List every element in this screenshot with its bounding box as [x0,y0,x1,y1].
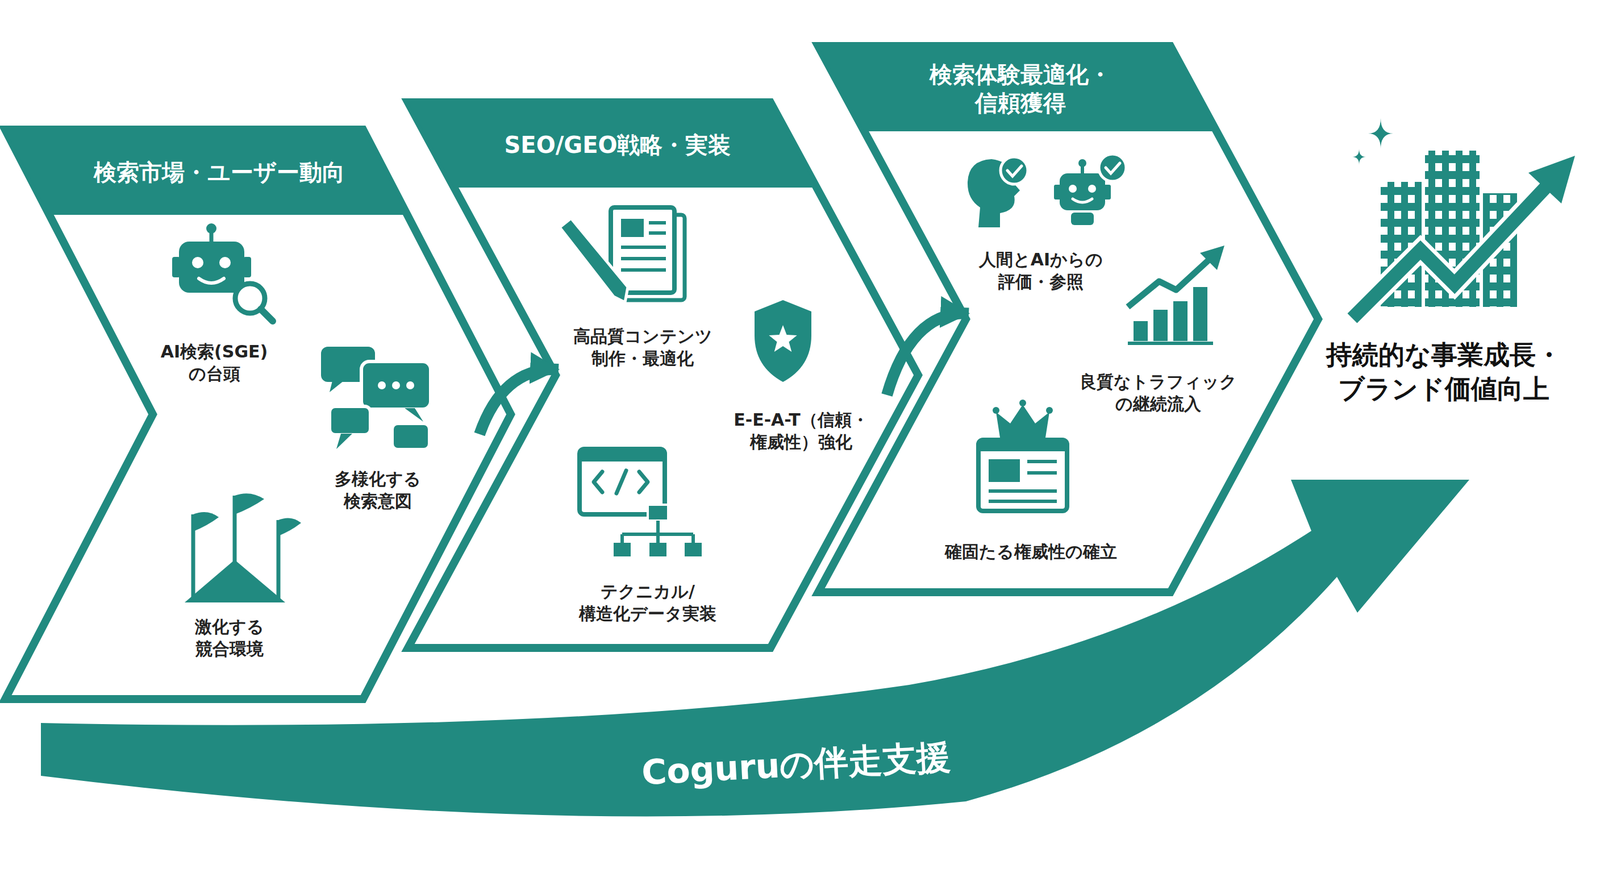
code-structure-icon [579,448,702,557]
item-box: テクニカル/ 構造化データ実装 [574,576,722,628]
item-box: 多様化する 検索意図 [330,464,426,516]
item-label: 良質なトラフィック の継続流入 [1078,370,1239,415]
chevron-outline [818,46,1319,593]
crown-window-icon [978,399,1068,511]
building-growth-icon [1352,118,1575,319]
robot-search-icon [172,223,273,322]
growth-chart-icon [1127,245,1225,344]
item-label: AI検索(SGE) の台頭 [159,340,270,385]
chevron-shape [818,46,1319,593]
chat-bubbles-icon [321,346,431,450]
panel-heading: 検索市場・ユーザー動向 [93,157,345,187]
panel-heading: 検索体験最適化・ 信頼獲得 [928,60,1113,118]
item-box: 激化する 競合環境 [190,611,269,664]
item-box: AI検索(SGE) の台頭 [156,336,273,389]
flow-arrow [886,313,969,395]
document-pen-icon [559,207,685,303]
human-ai-check-icon [967,153,1127,228]
item-box: 人間とAIからの 評価・参照 [974,244,1108,297]
chevron-header-band [5,129,408,215]
item-box: 良質なトラフィック の継続流入 [1075,367,1242,419]
chevron-header-band [407,102,817,188]
item-label: E-E-A-T（信頼・ 権威性）強化 [732,408,870,453]
shield-star-icon [754,300,812,382]
flags-mountain-icon [184,493,302,603]
item-box: 確固たる権威性の確立 [941,536,1121,566]
item-label: テクニカル/ 構造化データ実装 [577,580,718,625]
band-arrow-shape [40,479,1470,816]
item-box: E-E-A-T（信頼・ 権威性）強化 [728,405,874,457]
chevron-header-band [818,46,1217,132]
flow-arrow [479,369,559,435]
item-label: 人間とAIからの 評価・参照 [977,248,1105,293]
item-label: 高品質コンテンツ 制作・最適化 [572,325,714,370]
result-box: 持続的な事業成長・ ブランド価値向上 [1321,334,1567,410]
item-label: 激化する 競合環境 [193,615,266,660]
panel-heading: SEO/GEO戦略・実装 [504,130,732,160]
result-label: 持続的な事業成長・ ブランド価値向上 [1325,338,1564,407]
chevron-panel: 検索体験最適化・ 信頼獲得人間とAIからの 評価・参照良質なトラフィック の継続… [818,46,1319,593]
item-label: 多様化する 検索意図 [333,467,423,512]
item-box: 高品質コンテンツ 制作・最適化 [568,321,718,373]
item-label: 確固たる権威性の確立 [944,540,1118,563]
